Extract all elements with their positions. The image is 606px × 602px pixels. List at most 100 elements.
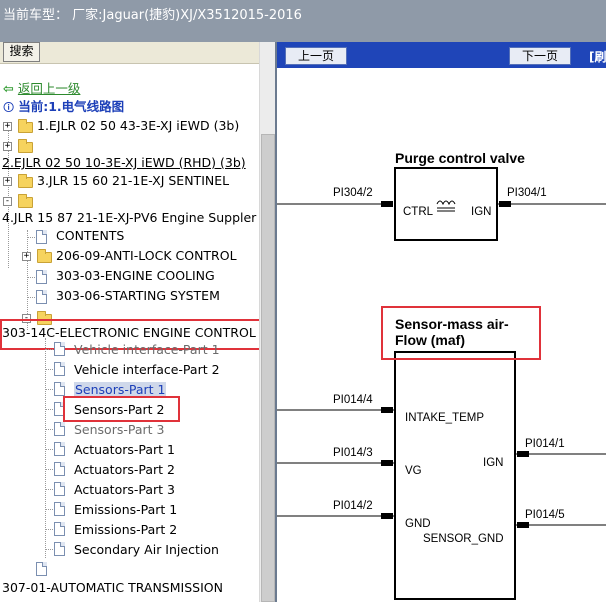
back-link[interactable]: 返回上一级: [17, 81, 81, 96]
tree-item[interactable]: 2.EJLR 02 50 10-3E-XJ iEWD (RHD) (3b): [2, 155, 246, 170]
title-bar: 当前车型： 厂家:Jaguar(捷豹)XJ/X3512015-2016: [0, 0, 606, 42]
next-page-button[interactable]: 下一页: [509, 47, 571, 65]
maf-title-line2: Flow (maf): [395, 332, 465, 348]
document-icon: [54, 462, 65, 476]
tree-item[interactable]: Actuators-Part 3: [74, 482, 176, 497]
document-icon: [54, 342, 65, 356]
connector-pin: [381, 460, 393, 466]
pin-label: PI014/4: [333, 394, 373, 406]
tree-item[interactable]: 3.JLR 15 60 21-1E-XJ SENTINEL: [37, 173, 230, 188]
tree-panel: 搜索 ⇦ 返回上一级 🛈 当前:1.电气线路图 + 1.EJLR 02 50 4…: [0, 42, 275, 602]
current-path-row: 🛈 当前:1.电气线路图: [3, 98, 124, 116]
pin-label: PI014/2: [333, 500, 373, 512]
tree-guide-line: [45, 349, 53, 350]
tree-guide-line: [45, 429, 53, 430]
expand-icon[interactable]: +: [3, 141, 12, 151]
current-path: 当前:1.电气线路图: [18, 99, 125, 114]
scrollbar-thumb[interactable]: [261, 134, 275, 602]
tree-item[interactable]: 4.JLR 15 87 21-1E-XJ-PV6 Engine Suppler: [2, 210, 257, 225]
purge-ctrl-label: CTRL: [403, 206, 434, 218]
maf-title-line1: Sensor-mass air-: [395, 316, 509, 332]
document-icon: [54, 362, 65, 376]
page-nav-bar: 上一页 下一页 [刷: [277, 42, 606, 68]
tree-item[interactable]: Actuators-Part 2: [74, 462, 176, 477]
tree-guide-line: [45, 369, 53, 370]
tree-guide-line: [45, 489, 53, 490]
prev-page-button[interactable]: 上一页: [285, 47, 347, 65]
tree-item[interactable]: Sensors-Part 3: [74, 422, 165, 437]
maf-intake-temp-label: INTAKE_TEMP: [405, 412, 485, 424]
folder-icon: [18, 174, 33, 188]
refresh-link[interactable]: [刷: [589, 50, 606, 64]
tree-item[interactable]: 206-09-ANTI-LOCK CONTROL: [56, 248, 237, 263]
document-icon: [54, 502, 65, 516]
tree-guide-line: [27, 297, 35, 298]
document-icon: [54, 542, 65, 556]
document-icon: [54, 442, 65, 456]
tree-item[interactable]: Emissions-Part 2: [74, 522, 178, 537]
connector-pin: [381, 201, 393, 207]
tree-item[interactable]: 303-14C-ELECTRONIC ENGINE CONTROL: [2, 325, 256, 340]
diagram-panel: 上一页 下一页 [刷: [275, 42, 606, 602]
search-button[interactable]: 搜索: [3, 42, 40, 62]
collapse-icon[interactable]: -: [22, 313, 31, 323]
tree-guide-line: [27, 230, 28, 330]
tree-item[interactable]: Emissions-Part 1: [74, 502, 178, 517]
folder-icon: [18, 119, 33, 133]
highlight-box: [381, 306, 541, 360]
document-icon: [36, 562, 47, 576]
back-arrow-icon: ⇦: [3, 82, 14, 97]
tree-guide-line: [45, 449, 53, 450]
highlight-box: [63, 396, 180, 422]
purge-valve-box: [394, 167, 498, 241]
document-icon: [36, 290, 47, 304]
tree-item[interactable]: 1.EJLR 02 50 43-3E-XJ iEWD (3b): [37, 118, 240, 133]
connector-pin: [381, 513, 393, 519]
expand-icon[interactable]: +: [22, 251, 31, 261]
tree-item[interactable]: 303-06-STARTING SYSTEM: [56, 288, 220, 303]
maf-ign-label: IGN: [483, 457, 504, 469]
pin-label: PI014/5: [525, 509, 565, 521]
document-icon: [54, 522, 65, 536]
tree-item[interactable]: Vehicle interface-Part 1: [74, 342, 220, 357]
tree-scrollbar[interactable]: [259, 42, 275, 602]
coil-symbol: [436, 200, 456, 206]
tree-item[interactable]: Actuators-Part 1: [74, 442, 176, 457]
tree-item[interactable]: 307-01-AUTOMATIC TRANSMISSION: [2, 580, 223, 595]
connector-pin: [517, 522, 529, 528]
folder-icon: [37, 249, 52, 263]
document-icon: [54, 482, 65, 496]
wiring-diagram: Purge control valve PI304/2 PI304/1 CTRL…: [277, 68, 606, 602]
connector-pin: [517, 451, 529, 457]
info-icon: 🛈: [3, 101, 15, 114]
tree-guide-line: [27, 237, 35, 238]
document-icon: [54, 422, 65, 436]
tree-guide-line: [45, 409, 53, 410]
expand-icon[interactable]: +: [3, 176, 12, 186]
pin-label: PI014/1: [525, 438, 565, 450]
expand-icon[interactable]: +: [3, 121, 12, 131]
purge-ign-label: IGN: [471, 206, 492, 218]
tree-item[interactable]: Sensors-Part 2: [74, 402, 165, 417]
maf-vg-label: VG: [405, 465, 422, 477]
document-icon: [36, 230, 47, 244]
tree-item[interactable]: Secondary Air Injection: [74, 542, 219, 557]
document-icon: [54, 382, 65, 396]
tree-guide-line: [45, 529, 53, 530]
pin-label: PI304/1: [507, 187, 547, 199]
tree-item[interactable]: Vehicle interface-Part 2: [74, 362, 220, 377]
tree-item[interactable]: 303-03-ENGINE COOLING: [56, 268, 215, 283]
maf-sensor-gnd-label: SENSOR_GND: [423, 533, 504, 545]
tree-guide-line: [45, 549, 53, 550]
tree-guide-line: [45, 389, 53, 390]
collapse-icon[interactable]: -: [3, 196, 12, 206]
connector-pin: [499, 201, 511, 207]
pin-label: PI014/3: [333, 447, 373, 459]
diagram-lines: [277, 167, 606, 600]
folder-icon: [18, 139, 33, 153]
folder-open-icon: [18, 194, 33, 208]
tree-item[interactable]: CONTENTS: [56, 228, 125, 243]
back-link-row[interactable]: ⇦ 返回上一级: [3, 80, 80, 98]
window-title: 当前车型： 厂家:Jaguar(捷豹)XJ/X3512015-2016: [3, 8, 302, 23]
tree-item-selected[interactable]: Sensors-Part 1: [74, 382, 167, 397]
